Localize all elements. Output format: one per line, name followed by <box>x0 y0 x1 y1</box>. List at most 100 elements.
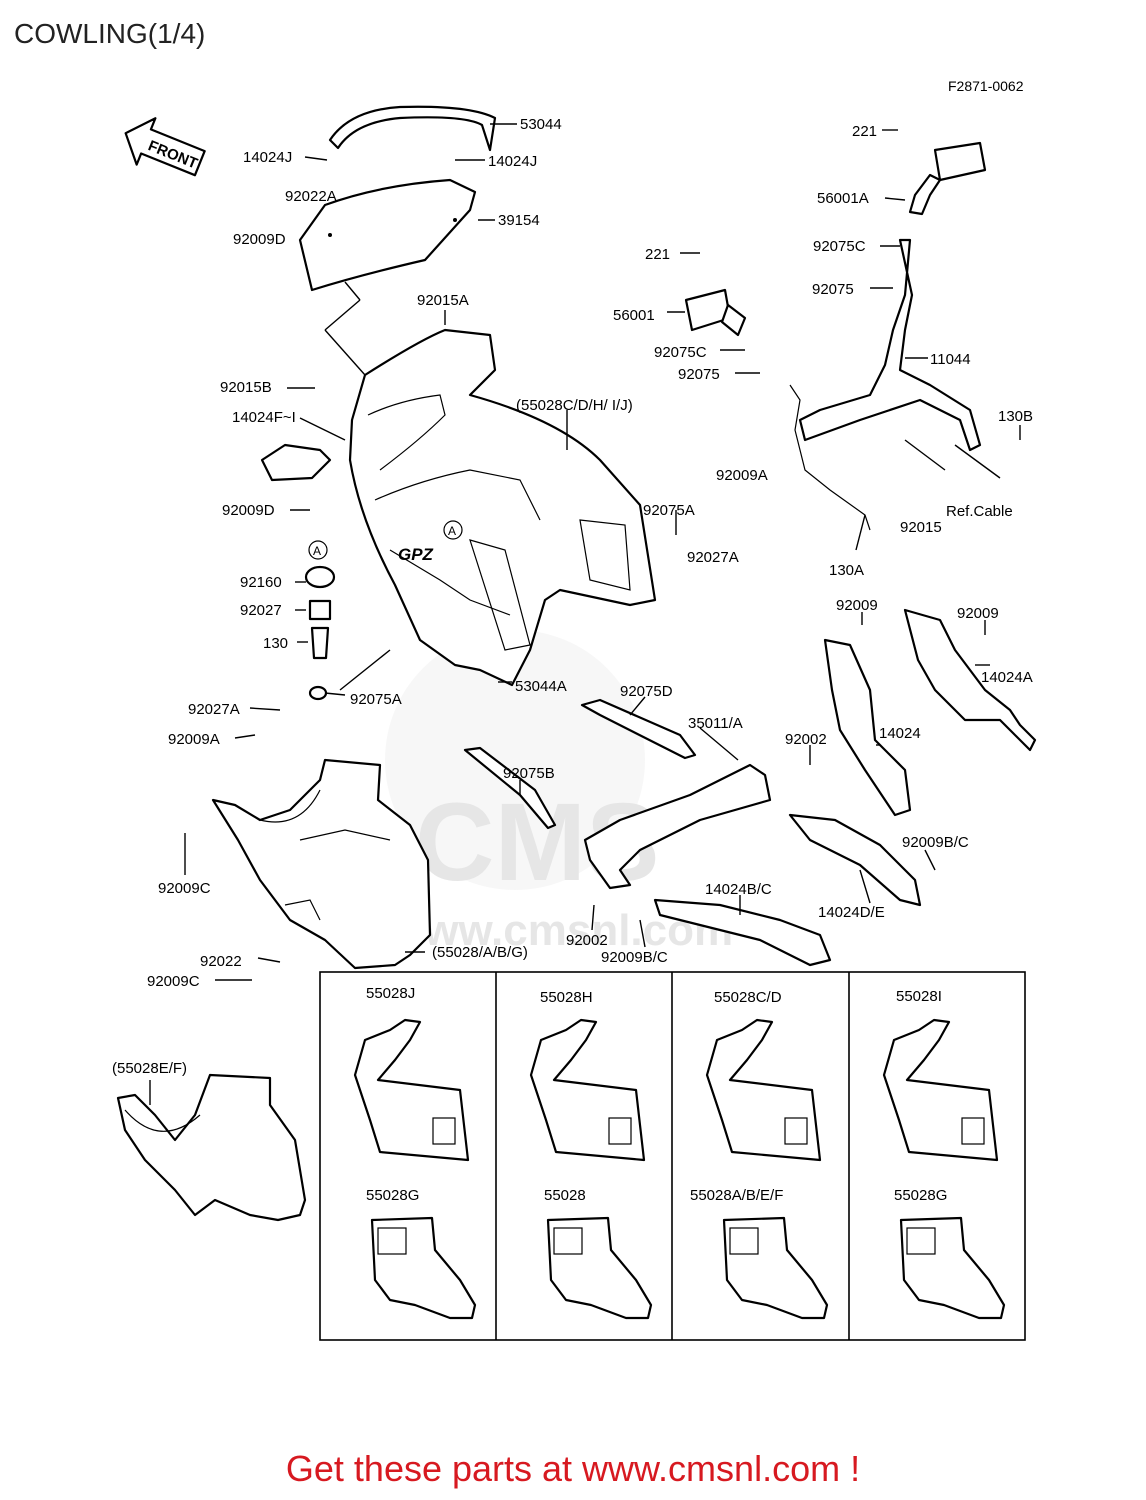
callout-92022A: 92022A <box>285 188 337 205</box>
callout-11044: 11044 <box>930 351 971 368</box>
callout-92027A-right: 92027A <box>687 549 739 566</box>
rail-14024BC <box>653 898 832 967</box>
callout-92160: 92160 <box>240 574 282 591</box>
callout-92015B: 92015B <box>220 379 272 396</box>
brand-mark-upper: GPZ <box>398 545 434 564</box>
variant-upper-shape <box>529 1018 646 1162</box>
callout-92009-right: 92009 <box>957 605 999 622</box>
callout-92015: 92015 <box>900 519 942 536</box>
collar-92027 <box>308 599 332 621</box>
callout-53044A: 53044A <box>515 678 567 695</box>
variant-label-r1-0: 55028J <box>366 985 415 1002</box>
callout-56001: 56001 <box>613 307 655 324</box>
callout-92075A-right: 92075A <box>643 502 695 519</box>
callout-92022: 92022 <box>200 953 242 970</box>
nut-92075A-left <box>308 685 328 701</box>
bracket-35011 <box>583 763 772 890</box>
front-arrow-icon: FRONT <box>124 117 206 177</box>
callout-130A: 130A <box>829 562 864 579</box>
callout-92075-left: 92075 <box>678 366 720 383</box>
callout-130B: 130B <box>998 408 1033 425</box>
callouts: 53044 14024J 14024J 92022A 92009D 39154 … <box>112 116 1033 1077</box>
circle-marker-upper: A <box>448 524 456 538</box>
callout-92075C-left: 92075C <box>654 344 707 361</box>
callout-35011A: 35011/A <box>688 715 743 732</box>
callout-92009A-left: 92009A <box>168 731 220 748</box>
bracket-14024F <box>260 443 332 482</box>
callout-14024J-left: 14024J <box>243 149 292 166</box>
footer-promo[interactable]: Get these parts at www.cmsnl.com ! <box>285 1448 861 1489</box>
callout-92015A: 92015A <box>417 292 469 309</box>
variant-upper-shape <box>353 1018 470 1162</box>
variant-upper-vent <box>784 1117 808 1145</box>
upper-cowling <box>348 328 657 687</box>
variant-upper-vent <box>608 1117 632 1145</box>
grommet-92160 <box>304 565 336 589</box>
callout-92027: 92027 <box>240 602 282 619</box>
variant-grid: 55028J 55028H 55028C/D 55028I 55028G 550… <box>319 971 1026 1341</box>
callout-92009BC-right: 92009B/C <box>902 834 969 851</box>
callout-55028EF: (55028E/F) <box>112 1060 187 1077</box>
variant-upper-shape <box>705 1018 822 1162</box>
callout-92075B: 92075B <box>503 765 555 782</box>
callout-39154: 39154 <box>498 212 540 229</box>
trim-92075D <box>580 698 697 760</box>
callout-92075C-right: 92075C <box>813 238 866 255</box>
variant-upper-vent <box>961 1117 985 1145</box>
panel-14024A <box>903 608 1037 752</box>
callout-14024A: 14024A <box>981 669 1033 686</box>
variant-lower-panel <box>377 1227 407 1255</box>
callout-92009A-right: 92009A <box>716 467 768 484</box>
lower-cowling-55028EF <box>116 1073 307 1222</box>
callout-55028ABG: (55028/A/B/G) <box>432 944 528 961</box>
variant-lower-panel <box>729 1227 759 1255</box>
variant-lower-shape <box>546 1216 653 1320</box>
variant-label-r1-2: 55028C/D <box>714 989 782 1006</box>
panel-14024 <box>823 638 912 817</box>
page-title: COWLING(1/4) <box>14 18 206 49</box>
callout-92009C-top: 92009C <box>158 880 211 897</box>
variant-label-r1-3: 55028I <box>896 988 942 1005</box>
variant-lower-panel <box>906 1227 936 1255</box>
callout-92009C: 92009C <box>147 973 200 990</box>
callout-130: 130 <box>263 635 288 652</box>
callout-14024: 14024 <box>879 725 921 742</box>
variant-label-r2-1: 55028 <box>544 1187 586 1204</box>
variant-label-r2-3: 55028G <box>894 1187 947 1204</box>
diagram-code: F2871-0062 <box>948 78 1024 94</box>
callout-92027A-left: 92027A <box>188 701 240 718</box>
variant-label-r2-2: 55028A/B/E/F <box>690 1187 783 1204</box>
watermark: CMS www.cmsnl.com <box>385 630 733 955</box>
lower-cowling <box>211 758 432 970</box>
variant-lower-panel <box>553 1227 583 1255</box>
callout-92009D-top: 92009D <box>233 231 286 248</box>
callout-92002-right: 92002 <box>785 731 827 748</box>
trim-53044 <box>328 105 497 152</box>
callout-92009D: 92009D <box>222 502 275 519</box>
variant-label-r2-0: 55028G <box>366 1187 419 1204</box>
leader-lines <box>149 123 1021 1105</box>
variant-upper-shape <box>882 1018 999 1162</box>
variant-lower-shape <box>899 1216 1006 1320</box>
callout-92075-right: 92075 <box>812 281 854 298</box>
variant-lower-shape <box>722 1216 829 1320</box>
stay-11044 <box>798 238 982 452</box>
circle-marker-left: A <box>313 544 321 558</box>
cowling-exploded-diagram: CMS www.cmsnl.com F2871-0062 FRONT GPZ A… <box>112 78 1037 1341</box>
callout-92075A-left: 92075A <box>350 691 402 708</box>
callout-14024J-right: 14024J <box>488 153 537 170</box>
variant-label-r1-1: 55028H <box>540 989 593 1006</box>
windscreen-39154 <box>298 178 477 292</box>
callout-92002-bottom: 92002 <box>566 932 608 949</box>
bolt-130 <box>310 626 330 660</box>
callout-56001A: 56001A <box>817 190 869 207</box>
variant-upper-vent <box>432 1117 456 1145</box>
variant-lower-shape <box>370 1216 477 1320</box>
callout-55028CDHIJ: (55028C/D/H/ I/J) <box>516 397 633 414</box>
callout-92075D: 92075D <box>620 683 673 700</box>
callout-ref-cable: Ref.Cable <box>946 503 1013 520</box>
rail-14024DE <box>788 813 922 907</box>
callout-53044: 53044 <box>520 116 562 133</box>
callout-221-left: 221 <box>645 246 670 263</box>
callout-92009BC-bottom: 92009B/C <box>601 949 668 966</box>
